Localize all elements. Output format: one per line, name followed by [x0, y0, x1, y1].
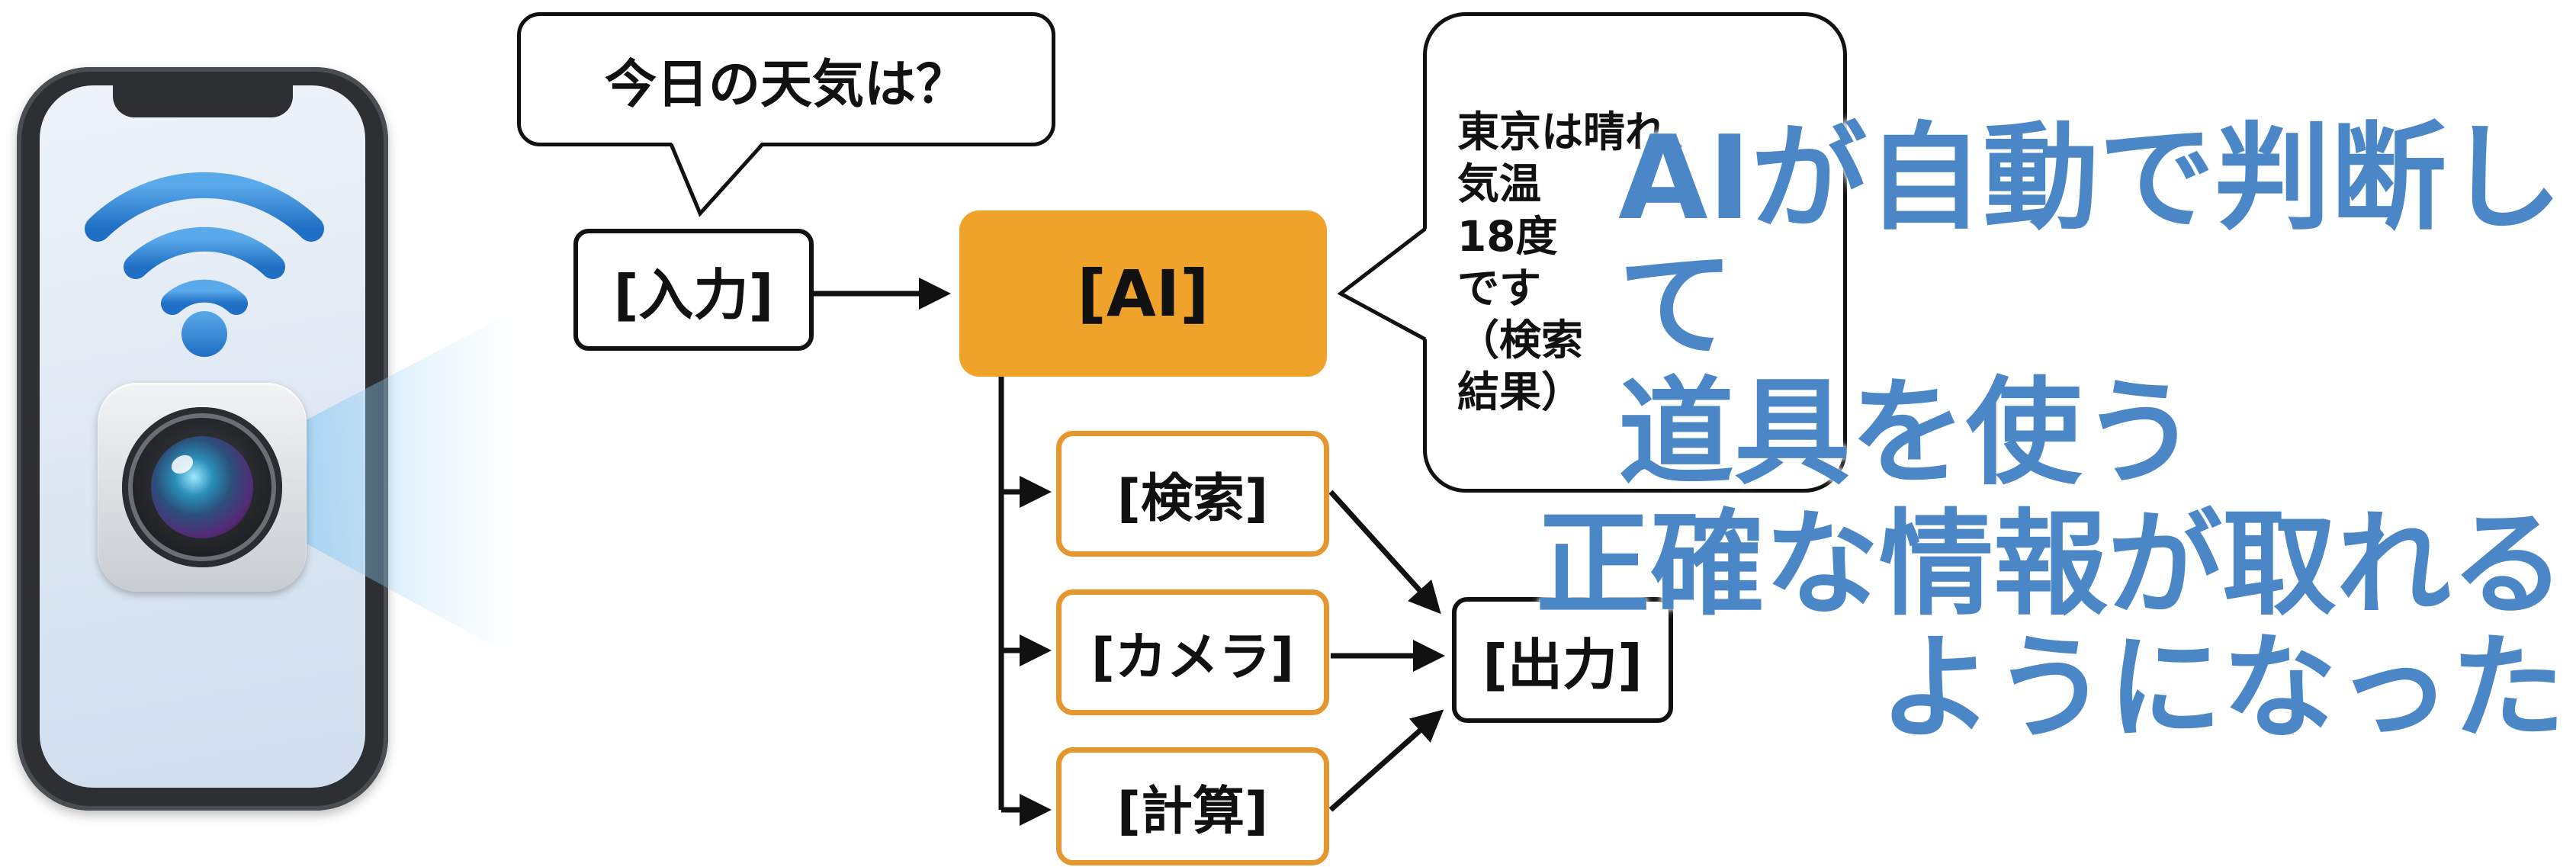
ai-box: [AI] — [959, 210, 1327, 377]
input-label: [入力] — [613, 262, 774, 327]
arrow-calc-to-output — [1328, 709, 1444, 812]
answer-bubble: 東京は晴れ、 気温 18度 です （検索 結果） — [1423, 12, 1847, 493]
tool-camera-label: [カメラ] — [1090, 628, 1295, 688]
question-bubble: 今日の天気は？ — [517, 12, 1055, 146]
input-box: [入力] — [573, 229, 814, 351]
arrow-search-to-output — [1328, 490, 1441, 615]
tool-calc-label: [計算] — [1116, 782, 1269, 842]
caption-bottom: 正確な情報が取れる ようになった — [1535, 499, 2565, 755]
tool-camera-box: [カメラ] — [1056, 589, 1329, 715]
smartphone-notch — [113, 85, 293, 117]
camera-lens-glass — [151, 436, 253, 538]
output-label: [出力] — [1482, 633, 1643, 697]
caption-top: AIが自動で判断して 道具を使う — [1618, 111, 2563, 501]
camera-beam — [191, 309, 519, 660]
tool-calc-box: [計算] — [1056, 747, 1329, 865]
wifi-icon — [85, 172, 324, 357]
ai-label: [AI] — [1077, 256, 1209, 331]
tool-search-label: [検索] — [1116, 469, 1269, 529]
tool-search-box: [検索] — [1056, 431, 1329, 557]
answer-text: 東京は晴れ、 気温 18度 です （検索 結果） — [1457, 108, 1710, 417]
output-box: [出力] — [1452, 597, 1673, 723]
question-text: 今日の天気は？ — [604, 54, 968, 115]
